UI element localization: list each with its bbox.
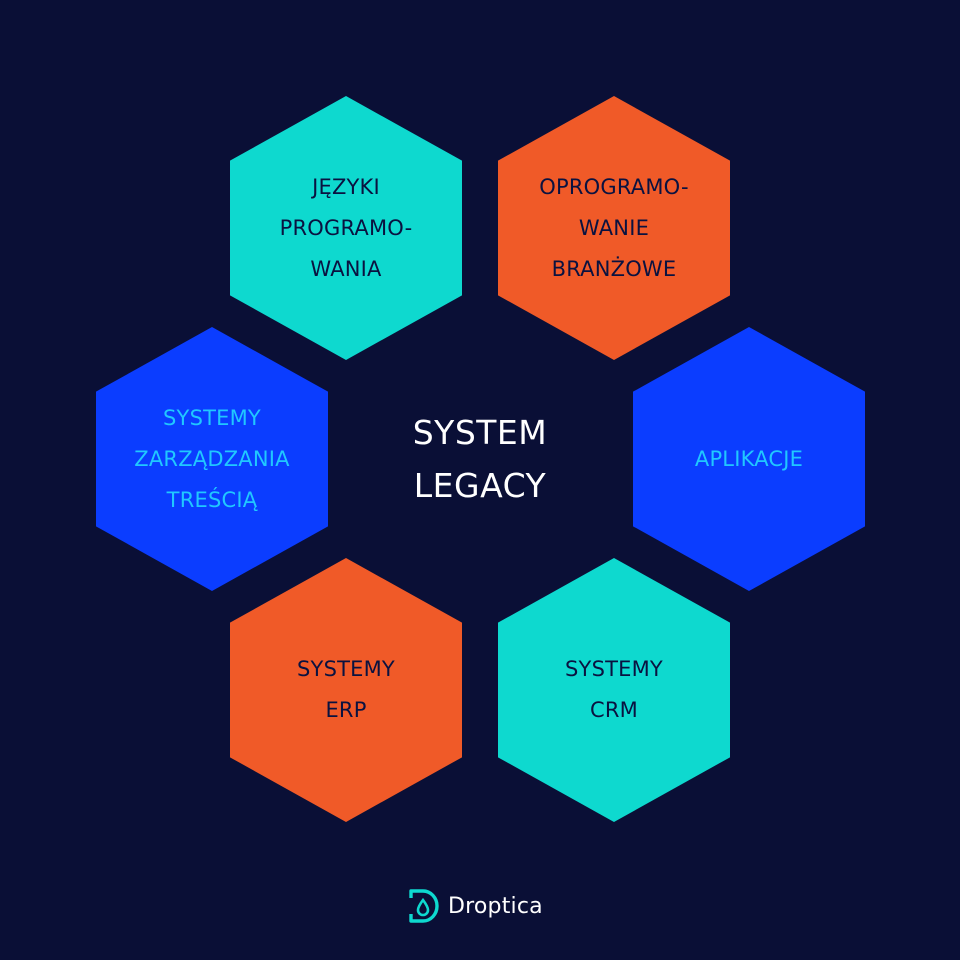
hexagon-oprogramowanie-branzowe: OPROGRAMO- WANIE BRANŻOWE [498, 96, 730, 360]
hexagon-systemy-erp: SYSTEMY ERP [230, 558, 462, 822]
hexagon-label: SYSTEMY ERP [297, 657, 395, 722]
hexagon-label: APLIKACJE [694, 446, 804, 471]
hexagon-label: OPROGRAMO- WANIE BRANŻOWE [539, 174, 689, 281]
droptica-logo-icon [409, 889, 439, 923]
hexagon-aplikacje: APLIKACJE [633, 327, 865, 591]
hexagon-jezyki-programowania: JĘZYKI PROGRAMO- WANIA [230, 96, 462, 360]
hexagon-label: SYSTEMY CRM [565, 657, 663, 722]
hexagon-label: JĘZYKI PROGRAMO- WANIA [279, 174, 413, 281]
center-title: SYSTEM LEGACY [412, 413, 548, 505]
droptica-logo-text: Droptica [448, 893, 543, 919]
droptica-logo: Droptica [406, 888, 543, 924]
hexagon-systemy-zarzadzania-trescia: SYSTEMY ZARZĄDZANIA TREŚCIĄ [96, 327, 328, 591]
hexagon-label: SYSTEMY ZARZĄDZANIA TREŚCIĄ [134, 405, 290, 512]
hexagon-systemy-crm: SYSTEMY CRM [498, 558, 730, 822]
